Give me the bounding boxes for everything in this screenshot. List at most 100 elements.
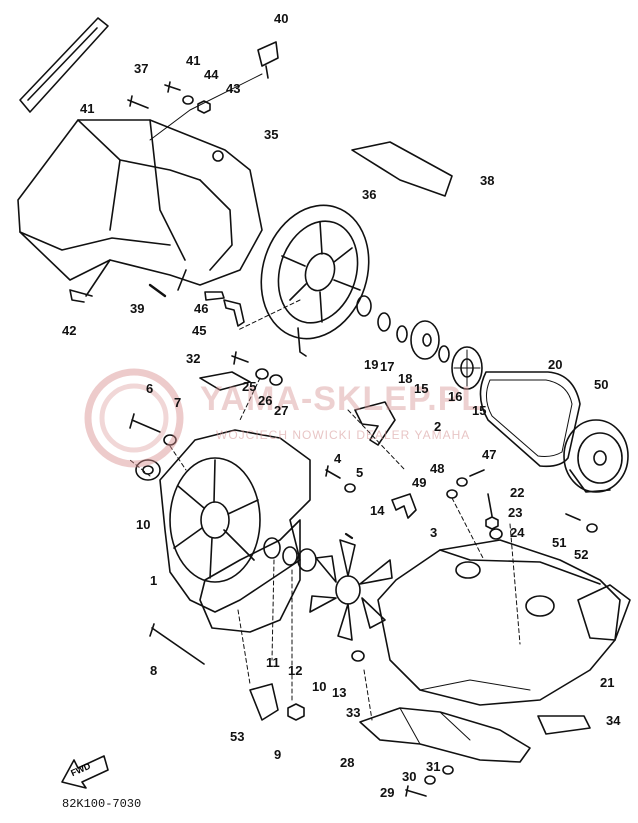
part-15-pulley-a xyxy=(410,320,440,360)
part-52-washer xyxy=(586,523,598,533)
part-41-bolt-b xyxy=(127,95,149,109)
part-37-gasket xyxy=(19,17,109,113)
part-label-52: 52 xyxy=(574,547,589,562)
part-39-pin xyxy=(148,283,167,298)
leader-42 xyxy=(85,259,111,297)
part-40-stay xyxy=(257,41,279,79)
part-18-spacer xyxy=(396,325,408,343)
part-label-39: 39 xyxy=(130,301,145,316)
part-42-bolt xyxy=(69,289,93,303)
part-label-20: 20 xyxy=(548,357,563,372)
part-20-belt xyxy=(479,371,581,468)
part-32-plate xyxy=(199,371,251,391)
part-13-cooling-fan xyxy=(309,539,393,641)
watermark-subtitle: WOJCIECH NOWICKI DEALER YAMAHA xyxy=(216,428,471,442)
part-43-nut xyxy=(197,100,211,114)
part-label-36: 36 xyxy=(362,187,377,202)
part-53-clip xyxy=(249,683,279,721)
part-17-washer xyxy=(377,312,391,332)
part-label-26: 26 xyxy=(258,393,273,408)
part-label-14: 14 xyxy=(370,503,385,518)
part-label-40: 40 xyxy=(274,11,289,26)
part-label-15a: 15 xyxy=(414,381,429,396)
leader-24 xyxy=(509,523,521,645)
part-label-24: 24 xyxy=(510,525,525,540)
part-label-29: 29 xyxy=(380,785,395,800)
part-label-49: 49 xyxy=(412,475,427,490)
part-label-34: 34 xyxy=(606,713,621,728)
part-27-washer xyxy=(269,374,283,386)
part-label-25: 25 xyxy=(242,379,257,394)
part-label-7: 7 xyxy=(174,395,182,410)
part-22-bolt xyxy=(487,493,493,517)
part-12-spacer xyxy=(282,546,298,566)
part-45-bracket xyxy=(223,299,245,327)
part-label-44: 44 xyxy=(204,67,219,82)
part-29-bolt xyxy=(405,785,427,797)
part-11-bearing xyxy=(263,537,281,559)
part-14-pin xyxy=(344,532,354,540)
part-5-washer xyxy=(344,483,356,493)
part-label-13: 13 xyxy=(332,685,347,700)
part-label-3: 3 xyxy=(430,525,438,540)
part-50-driven-pulley xyxy=(563,419,629,493)
part-8-long-bolt xyxy=(149,623,205,665)
part-10-seal-b xyxy=(297,548,317,572)
part-label-12: 12 xyxy=(288,663,303,678)
part-34-pad xyxy=(537,715,591,735)
part-48-washer xyxy=(456,477,468,487)
part-51-bolt xyxy=(565,513,581,521)
part-44-washer xyxy=(182,95,194,105)
part-label-28: 28 xyxy=(340,755,355,770)
part-label-37: 37 xyxy=(134,61,149,76)
leader-lines xyxy=(129,299,485,721)
part-35-duct-housing xyxy=(17,119,263,291)
part-15-pulley-b xyxy=(451,346,483,390)
part-label-4: 4 xyxy=(334,451,342,466)
fwd-arrow-icon xyxy=(61,755,109,789)
part-label-38: 38 xyxy=(480,173,495,188)
part-26-washer xyxy=(255,368,269,380)
part-label-30: 30 xyxy=(402,769,417,784)
part-label-50: 50 xyxy=(594,377,609,392)
part-label-19: 19 xyxy=(364,357,379,372)
part-label-10b: 10 xyxy=(312,679,327,694)
part-label-35: 35 xyxy=(264,127,279,142)
part-label-6: 6 xyxy=(146,381,154,396)
part-label-27: 27 xyxy=(274,403,289,418)
part-label-46: 46 xyxy=(194,301,209,316)
part-31-washer xyxy=(442,765,454,775)
part-label-47: 47 xyxy=(482,447,497,462)
diagram-code: 82K100-7030 xyxy=(62,797,142,811)
part-21-outer-cover xyxy=(377,539,631,706)
part-label-1: 1 xyxy=(150,573,158,588)
part-1-backplate xyxy=(199,519,301,633)
part-label-16: 16 xyxy=(448,389,463,404)
part-33-washer xyxy=(351,650,365,662)
part-label-17: 17 xyxy=(380,359,395,374)
part-19-bearing xyxy=(356,295,372,317)
part-label-23: 23 xyxy=(508,505,523,520)
watermark-logo xyxy=(84,368,184,473)
part-label-10a: 10 xyxy=(136,517,151,532)
part-label-48: 48 xyxy=(430,461,445,476)
part-41-bolt-a xyxy=(164,81,181,93)
part-label-32: 32 xyxy=(186,351,201,366)
part-label-45: 45 xyxy=(192,323,207,338)
part-3-clip xyxy=(391,493,417,519)
part-label-15b: 15 xyxy=(472,403,487,418)
part-4-bolt xyxy=(325,465,341,479)
watermark-title: YAMA-SKLEP.PL xyxy=(200,380,484,418)
part-16-collar xyxy=(438,345,450,363)
part-46-clip xyxy=(204,291,225,301)
part-2-bracket xyxy=(354,401,396,446)
part-49-washer xyxy=(446,489,458,499)
part-label-8: 8 xyxy=(150,663,158,678)
part-23-nut xyxy=(485,516,499,530)
part-label-5: 5 xyxy=(356,465,364,480)
part-36-fan-shroud xyxy=(260,204,370,357)
part-label-2: 2 xyxy=(434,419,442,434)
part-label-53: 53 xyxy=(230,729,245,744)
